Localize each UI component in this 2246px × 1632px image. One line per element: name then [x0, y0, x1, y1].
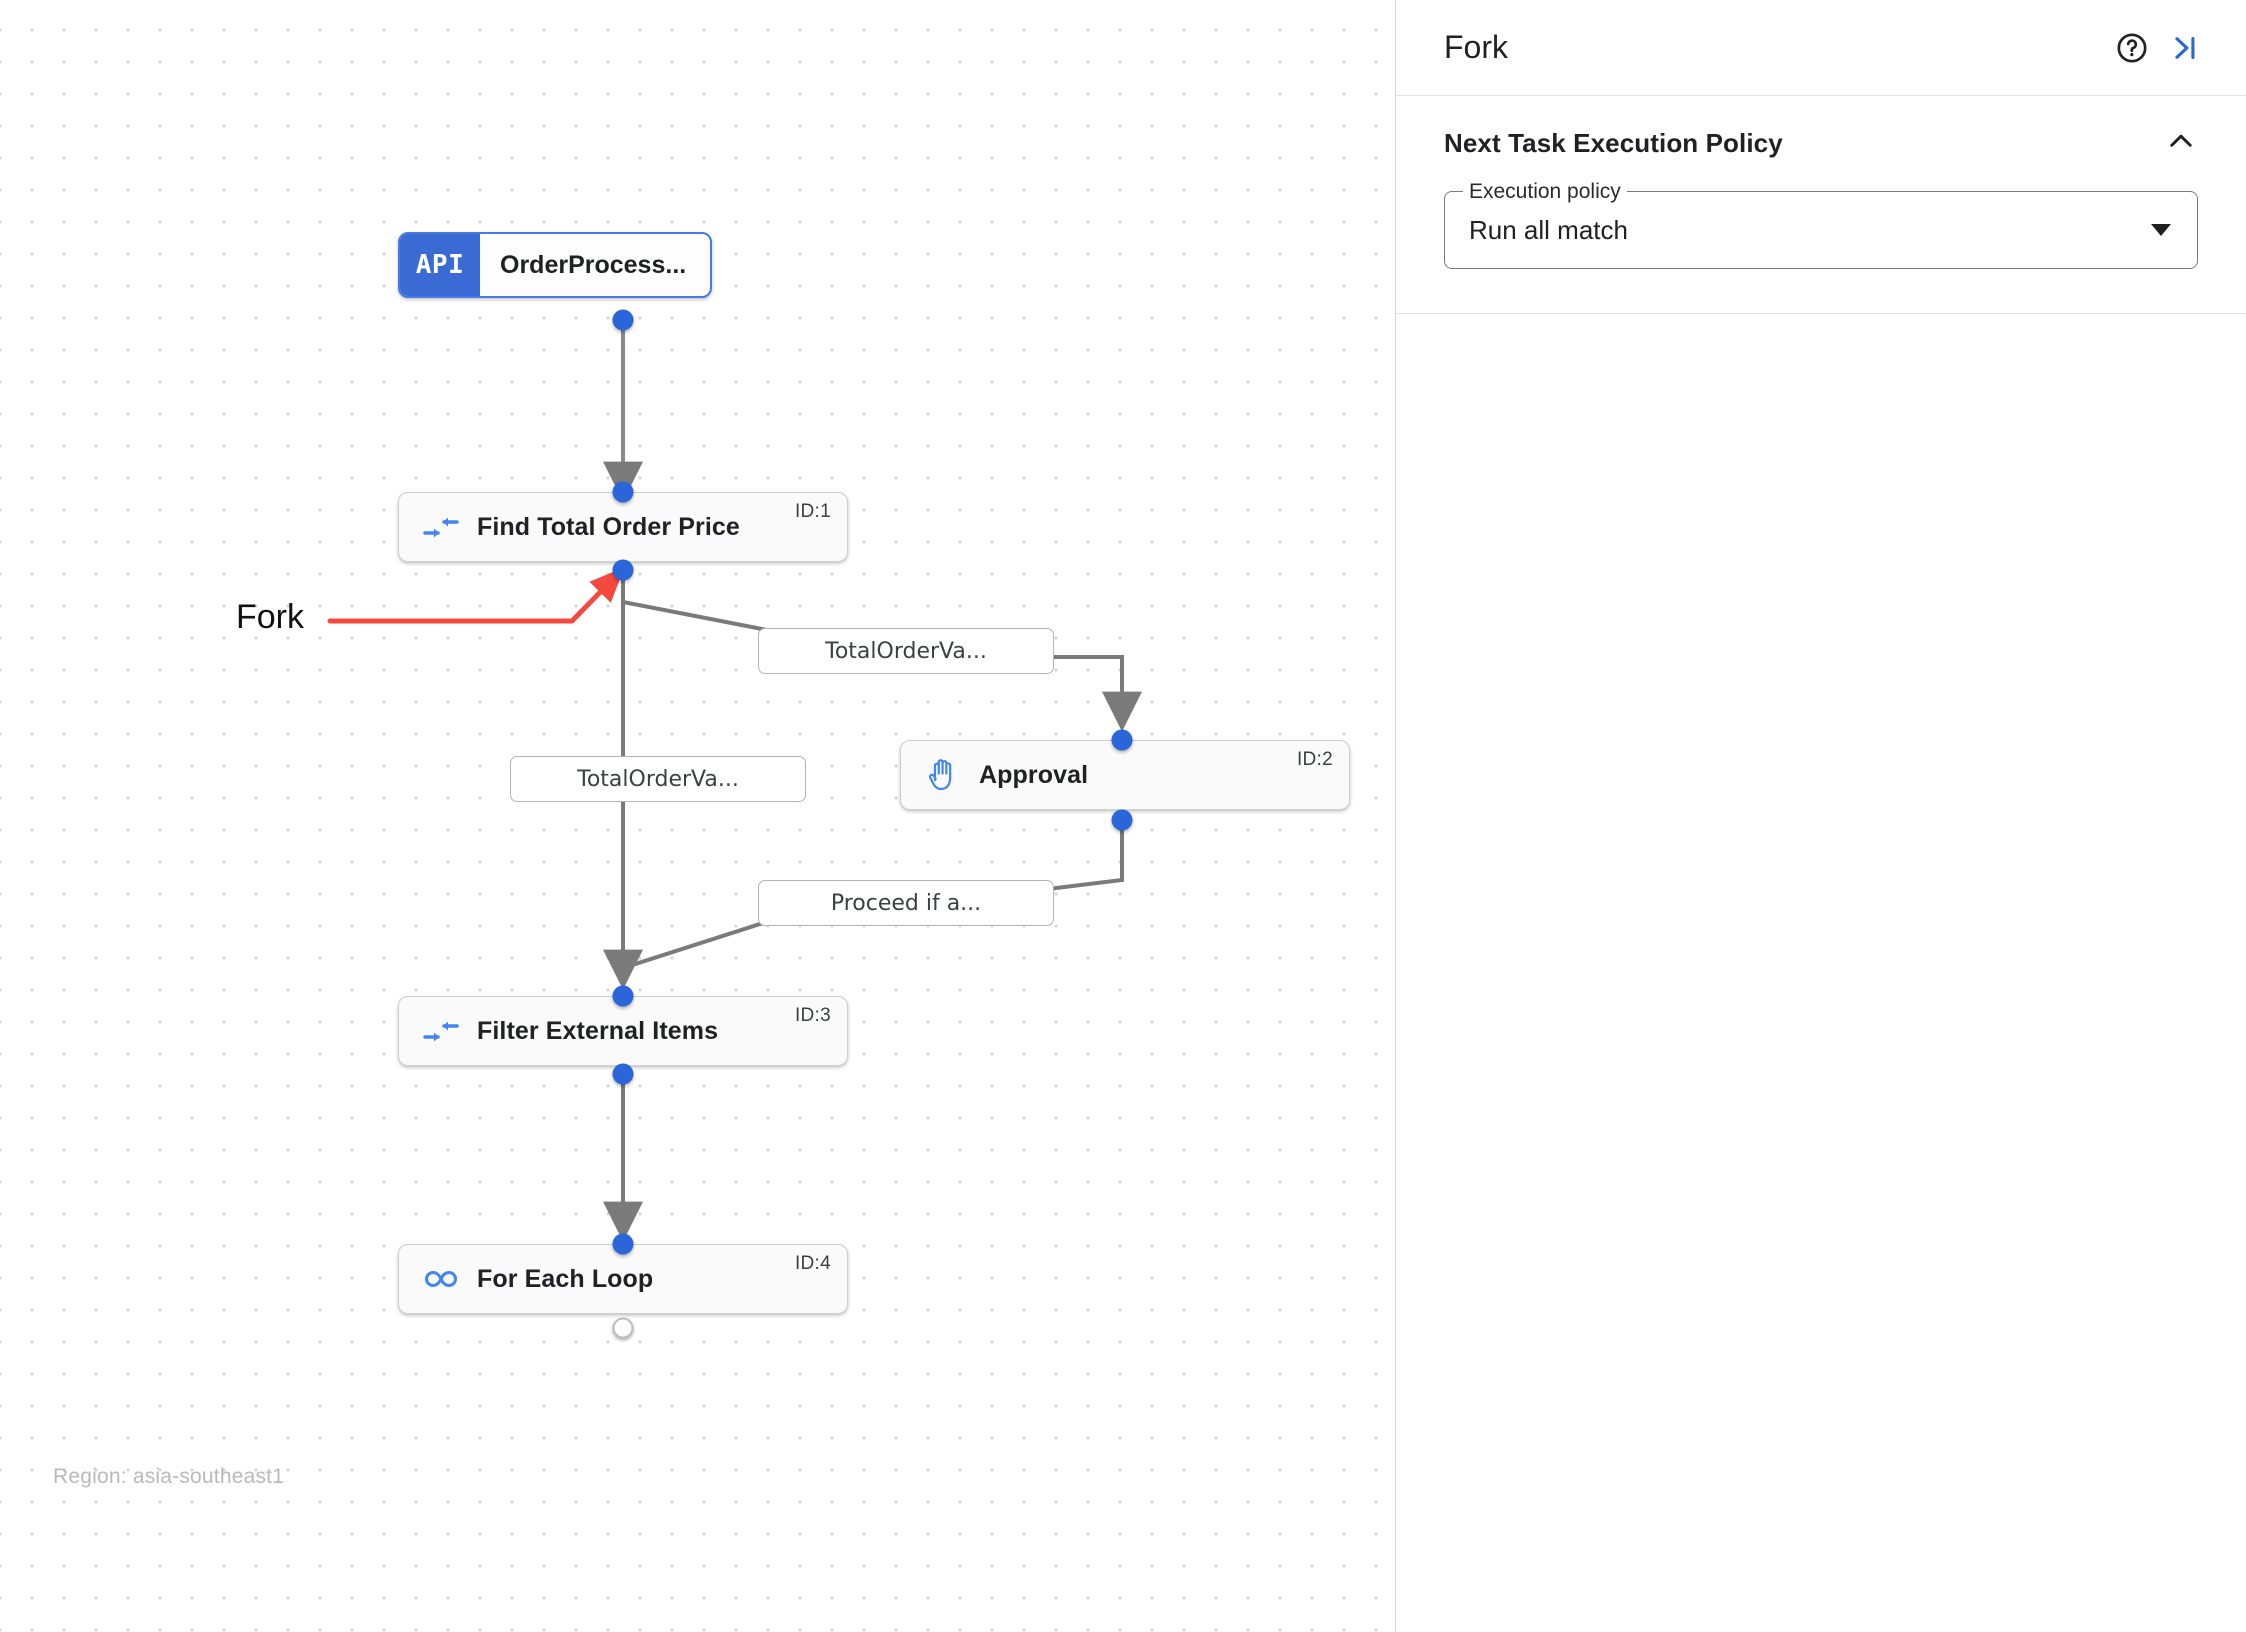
- node-filter-external-items[interactable]: Filter External Items ID:3: [398, 996, 848, 1066]
- node-title: OrderProcess...: [500, 250, 687, 279]
- execution-policy-value: Run all match: [1469, 214, 1628, 245]
- next-task-execution-policy-section: Next Task Execution Policy Execution pol…: [1396, 96, 2246, 314]
- canvas-divider: [1395, 0, 1396, 1632]
- panel-header: Fork: [1396, 0, 2246, 96]
- node-id-label: ID:4: [794, 1253, 831, 1274]
- fork-annotation-arrow: [327, 567, 625, 624]
- node-id-label: ID:1: [794, 501, 831, 522]
- port-approval-output[interactable]: [1111, 809, 1133, 831]
- section-title: Next Task Execution Policy: [1444, 128, 1783, 158]
- node-for-each-loop[interactable]: For Each Loop ID:4: [398, 1244, 848, 1314]
- execution-policy-label: Execution policy: [1463, 179, 1627, 205]
- port-find-total-output-fork[interactable]: [612, 559, 634, 581]
- edge-condition-chip[interactable]: TotalOrderVa...: [758, 628, 1054, 674]
- port-foreach-output[interactable]: [612, 1317, 634, 1339]
- port-approval-input[interactable]: [1111, 729, 1133, 751]
- fork-properties-panel: Fork Next Task Execution Policy: [1396, 0, 2246, 1632]
- api-badge-icon: API: [400, 234, 480, 296]
- node-id-label: ID:2: [1296, 749, 1333, 770]
- edge-condition-chip[interactable]: TotalOrderVa...: [510, 756, 806, 802]
- section-header-toggle[interactable]: Next Task Execution Policy: [1444, 124, 2198, 163]
- chevron-up-icon[interactable]: [2164, 124, 2198, 163]
- node-api-trigger[interactable]: API OrderProcess...: [398, 232, 712, 298]
- panel-title: Fork: [1444, 29, 1508, 65]
- port-filter-input[interactable]: [612, 985, 634, 1007]
- infinity-loop-icon: [413, 1266, 469, 1292]
- api-badge-label: API: [415, 250, 465, 280]
- port-foreach-input[interactable]: [612, 1233, 634, 1255]
- edge-condition-chip[interactable]: Proceed if a...: [758, 880, 1054, 926]
- fork-annotation-label: Fork: [236, 598, 304, 636]
- node-title: Filter External Items: [477, 1016, 719, 1045]
- node-title: Approval: [979, 760, 1089, 789]
- help-circle-icon[interactable]: [2106, 22, 2158, 74]
- node-find-total-order-price[interactable]: Find Total Order Price ID:1: [398, 492, 848, 562]
- region-caption: Region: asia-southeast1: [53, 1465, 285, 1488]
- collapse-right-icon[interactable]: [2158, 22, 2210, 74]
- dropdown-arrow-icon[interactable]: [2151, 224, 2171, 236]
- port-find-total-input[interactable]: [612, 481, 634, 503]
- raised-hand-icon: [915, 756, 971, 794]
- node-id-label: ID:3: [794, 1005, 831, 1026]
- port-filter-output[interactable]: [612, 1063, 634, 1085]
- node-title: For Each Loop: [477, 1264, 654, 1293]
- node-approval[interactable]: Approval ID:2: [900, 740, 1350, 810]
- workflow-canvas[interactable]: TotalOrderVa... TotalOrderVa... Proceed …: [0, 0, 1396, 1632]
- compress-arrows-icon: [413, 1016, 469, 1046]
- node-title: Find Total Order Price: [477, 512, 740, 541]
- compress-arrows-icon: [413, 512, 469, 542]
- port-trigger-output[interactable]: [612, 309, 634, 331]
- execution-policy-select[interactable]: Execution policy Run all match: [1444, 179, 2198, 269]
